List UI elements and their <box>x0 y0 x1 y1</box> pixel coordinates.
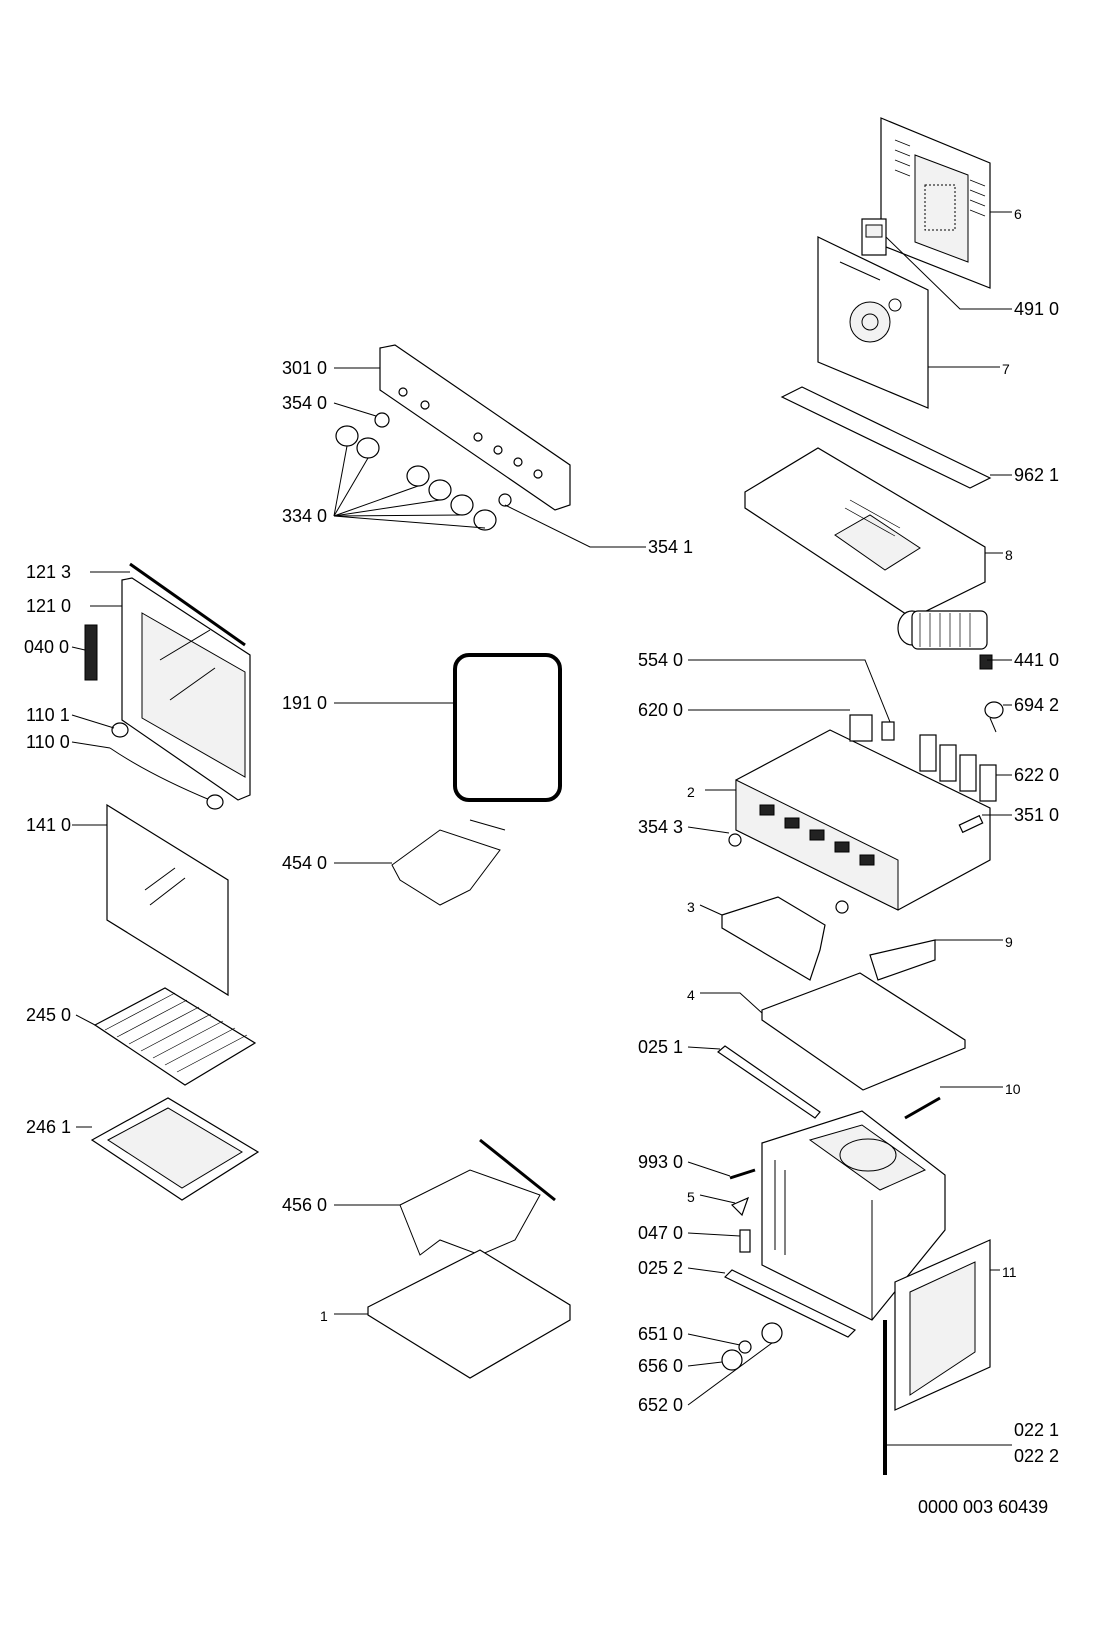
label-554-0: 554 0 <box>638 650 684 670</box>
label-9: 9 <box>1005 934 1013 950</box>
oven-rack-part <box>93 987 257 1086</box>
door-glass-part <box>106 803 229 997</box>
label-354-1: 354 1 <box>648 537 694 557</box>
rail-2-part <box>723 1269 857 1338</box>
bottom-plate-part <box>761 972 966 1091</box>
label-656-0: 656 0 <box>638 1356 684 1376</box>
top-heating-element-part <box>391 819 506 906</box>
label-141-0: 141 0 <box>26 815 72 835</box>
strip-part <box>904 1096 941 1120</box>
oven-cavity-part <box>761 1110 946 1321</box>
relay-part <box>861 218 887 256</box>
knob-parts <box>721 1322 783 1371</box>
label-1: 1 <box>320 1308 328 1324</box>
control-box-part <box>735 714 997 911</box>
label-191-0: 191 0 <box>282 693 328 713</box>
label-441-0: 441 0 <box>1014 650 1060 670</box>
top-plate-part <box>744 447 986 619</box>
label-491-0: 491 0 <box>1014 299 1060 319</box>
label-354-0: 354 0 <box>282 393 328 413</box>
label-047-0: 047 0 <box>638 1223 684 1243</box>
label-110-0: 110 0 <box>26 732 70 752</box>
bottom-panel-part <box>367 1249 571 1379</box>
label-334-0: 334 0 <box>282 506 328 526</box>
label-022-1: 022 1 <box>1014 1420 1060 1440</box>
lamp-part <box>984 701 1004 733</box>
label-040-0: 040 0 <box>24 637 70 657</box>
label-022-2: 022 2 <box>1014 1446 1060 1466</box>
baking-tray-part <box>90 1097 260 1201</box>
label-6: 6 <box>1014 206 1022 222</box>
label-5: 5 <box>687 1189 695 1205</box>
label-11: 11 <box>1002 1264 1017 1280</box>
label-8: 8 <box>1005 547 1013 563</box>
small-plate-part <box>869 939 936 981</box>
inner-door-part <box>894 1239 991 1411</box>
label-110-1: 110 1 <box>26 705 70 725</box>
label-651-0: 651 0 <box>638 1324 684 1344</box>
door-frame-part <box>121 577 251 801</box>
control-panel-part <box>379 344 571 511</box>
label-245-0: 245 0 <box>26 1005 72 1025</box>
door-top-strip-part <box>129 562 246 647</box>
label-456-0: 456 0 <box>282 1195 328 1215</box>
door-gasket-part <box>453 653 562 802</box>
fan-cover-part <box>817 236 929 409</box>
label-454-0: 454 0 <box>282 853 328 873</box>
door-hinge-part <box>84 624 98 681</box>
clip-part <box>730 1196 750 1217</box>
diagram-code: 0000 003 60439 <box>918 1497 1049 1517</box>
label-246-1: 246 1 <box>26 1117 72 1137</box>
screw-993-part <box>729 1168 756 1180</box>
door-handle-part <box>109 722 224 810</box>
label-962-1: 962 1 <box>1014 465 1060 485</box>
label-121-0: 121 0 <box>26 596 72 616</box>
label-301-0: 301 0 <box>282 358 328 378</box>
element-bracket-part <box>479 1138 556 1202</box>
control-knob-parts <box>335 412 512 531</box>
label-025-2: 025 2 <box>638 1258 684 1278</box>
label-354-3: 354 3 <box>638 817 684 837</box>
label-652-0: 652 0 <box>638 1395 684 1415</box>
label-2: 2 <box>687 784 695 800</box>
seal-strip-part <box>780 386 992 489</box>
label-10: 10 <box>1005 1081 1021 1097</box>
label-694-2: 694 2 <box>1014 695 1060 715</box>
bottom-heating-element-part <box>399 1169 541 1256</box>
label-7: 7 <box>1002 361 1010 377</box>
label-4: 4 <box>687 987 695 1003</box>
back-panel-part <box>880 117 991 289</box>
bracket-part <box>721 896 826 981</box>
label-3: 3 <box>687 899 695 915</box>
label-351-0: 351 0 <box>1014 805 1060 825</box>
hinge-receiver-part <box>739 1229 751 1253</box>
tangential-fan-part <box>897 610 993 670</box>
label-025-1: 025 1 <box>638 1037 684 1057</box>
label-620-0: 620 0 <box>638 700 684 720</box>
lamp-socket-part <box>958 814 984 834</box>
label-993-0: 993 0 <box>638 1152 684 1172</box>
rail-part <box>717 1045 821 1119</box>
label-121-3: 121 3 <box>26 562 72 582</box>
label-622-0: 622 0 <box>1014 765 1060 785</box>
leader-lines <box>71 211 1012 1446</box>
screw-part <box>728 833 849 914</box>
